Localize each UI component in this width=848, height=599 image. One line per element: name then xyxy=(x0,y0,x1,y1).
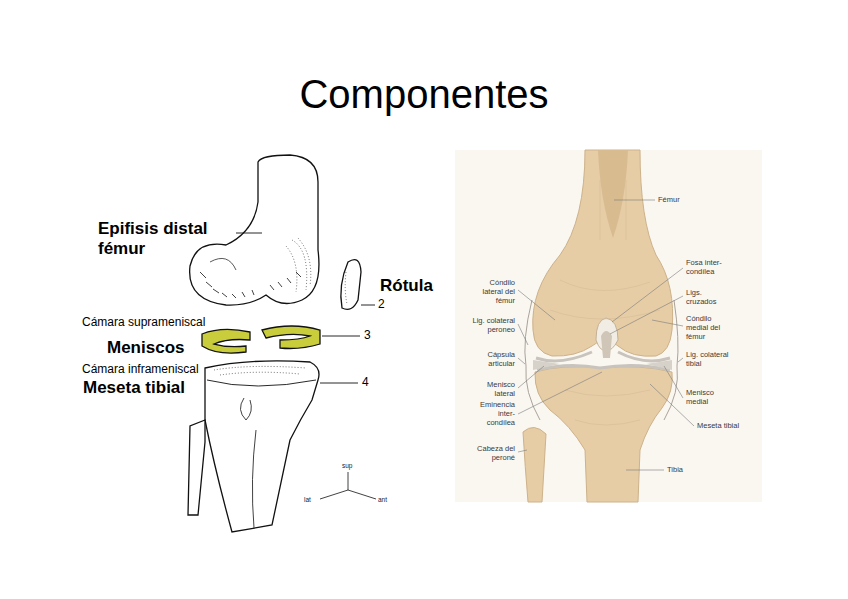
anatomy-label: Tibia xyxy=(667,465,697,474)
chamber-label: Cámara inframeniscal xyxy=(82,362,282,376)
lateral-meniscus xyxy=(202,329,250,353)
femur-condyle-detail xyxy=(210,258,236,270)
axis-label: lat xyxy=(304,496,320,503)
joint-capsule xyxy=(525,300,678,420)
patella xyxy=(341,260,361,310)
chamber-label: Cámara suprameniscal xyxy=(82,315,282,329)
femur-condyle-hatch xyxy=(200,272,301,298)
fibula-section xyxy=(523,427,546,502)
anatomy-label: Eminencia inter- condílea xyxy=(475,400,515,427)
tibial-tuberosity xyxy=(240,398,251,420)
part-label: Epifisis distal fémur xyxy=(98,219,238,260)
patella-stipple xyxy=(345,272,347,304)
anatomy-label: Cóndilo lateral del fémur xyxy=(475,278,515,305)
bone-texture xyxy=(550,180,660,425)
anatomy-label: Cabeza del peroné xyxy=(471,444,515,462)
anatomy-label: Meseta tibial xyxy=(697,421,753,430)
part-label: Rótula xyxy=(380,276,460,296)
tibia-outline xyxy=(205,361,319,532)
anatomy-label: Ligs. cruzados xyxy=(686,288,724,306)
orientation-axes xyxy=(320,472,376,499)
anatomy-label: Menisco medial xyxy=(686,388,722,406)
part-label: Meseta tibial xyxy=(83,378,223,398)
femur-medullary xyxy=(598,150,628,238)
femur-stipple xyxy=(286,238,311,292)
slide-title: Componentes xyxy=(0,72,848,116)
fibula xyxy=(188,420,205,515)
femur-outline xyxy=(190,155,319,305)
anatomy-label: Menisco lateral xyxy=(479,380,515,398)
callout-number: 4 xyxy=(362,375,382,389)
anatomy-label: Cápsula articular xyxy=(477,350,515,368)
lateral-meniscus-section xyxy=(533,360,560,370)
anatomy-label: Lig. colateral peroneo xyxy=(457,316,515,334)
axis-label: ant xyxy=(378,496,398,503)
tibial-plateau-rim xyxy=(207,380,316,386)
tibia-crest xyxy=(252,430,256,528)
exploded-knee-drawing xyxy=(188,155,376,532)
tibial-plateau-stipple xyxy=(214,366,306,375)
anatomy-label: Fémur xyxy=(658,195,698,204)
knee-section-illustration xyxy=(455,150,762,502)
joint-cartilage xyxy=(536,352,670,370)
anatomy-label: Cóndilo medial del fémur xyxy=(686,314,726,341)
section-background xyxy=(455,150,762,502)
femur-section xyxy=(533,150,673,356)
tibia-section xyxy=(535,367,672,502)
medial-meniscus-section xyxy=(646,360,672,370)
leader-lines xyxy=(236,233,375,383)
cruciate-ligaments xyxy=(601,331,612,358)
axis-label: sup xyxy=(342,462,362,469)
medial-meniscus xyxy=(262,326,320,349)
anatomy-label: Fosa inter- condílea xyxy=(686,258,732,276)
part-label: Meniscos xyxy=(107,338,227,358)
anatomy-label: Lig. colateral tibial xyxy=(686,350,744,368)
callout-number: 3 xyxy=(364,328,384,342)
callout-number: 2 xyxy=(378,297,398,311)
section-leader-lines xyxy=(518,200,694,470)
